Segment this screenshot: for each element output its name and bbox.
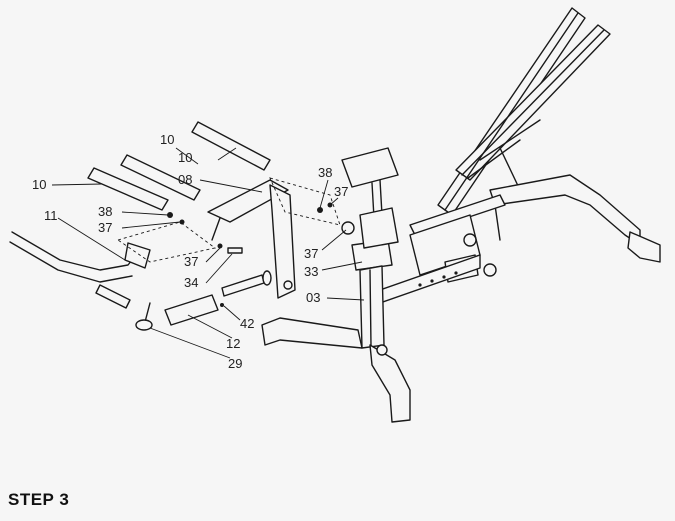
callout-labels: 10 10 10 08 11 38 37 37 34 42 12 29 38 3… bbox=[32, 132, 348, 371]
callout-33: 33 bbox=[304, 264, 318, 279]
callout-29: 29 bbox=[228, 356, 242, 371]
callout-12: 12 bbox=[226, 336, 240, 351]
alignment-dashes bbox=[116, 177, 341, 263]
pivot-tube-and-pin bbox=[135, 270, 272, 331]
callout-03: 03 bbox=[306, 290, 320, 305]
callout-38-left: 38 bbox=[98, 204, 112, 219]
leader-lines bbox=[51, 147, 365, 359]
callout-08: 08 bbox=[178, 172, 192, 187]
callout-11: 11 bbox=[44, 208, 58, 223]
callout-10-b: 10 bbox=[178, 150, 192, 165]
callout-37-right-lower: 37 bbox=[304, 246, 318, 261]
callout-37-left-lower: 37 bbox=[184, 254, 198, 269]
front-base bbox=[261, 317, 411, 423]
callout-37-left-upper: 37 bbox=[98, 220, 112, 235]
backrest-rails bbox=[437, 7, 611, 216]
callout-10-a: 10 bbox=[160, 132, 174, 147]
callout-10-c: 10 bbox=[32, 177, 46, 192]
curved-handle bbox=[9, 231, 151, 309]
upright-post bbox=[341, 147, 399, 349]
callout-42: 42 bbox=[240, 316, 254, 331]
exploded-assembly-diagram: 10 10 10 08 11 38 37 37 34 42 12 29 38 3… bbox=[9, 7, 661, 423]
callout-37-right-upper: 37 bbox=[334, 184, 348, 199]
foam-tubes bbox=[87, 121, 271, 211]
callout-34: 34 bbox=[184, 275, 198, 290]
step-title: STEP 3 bbox=[8, 490, 70, 509]
callout-38-right: 38 bbox=[318, 165, 332, 180]
